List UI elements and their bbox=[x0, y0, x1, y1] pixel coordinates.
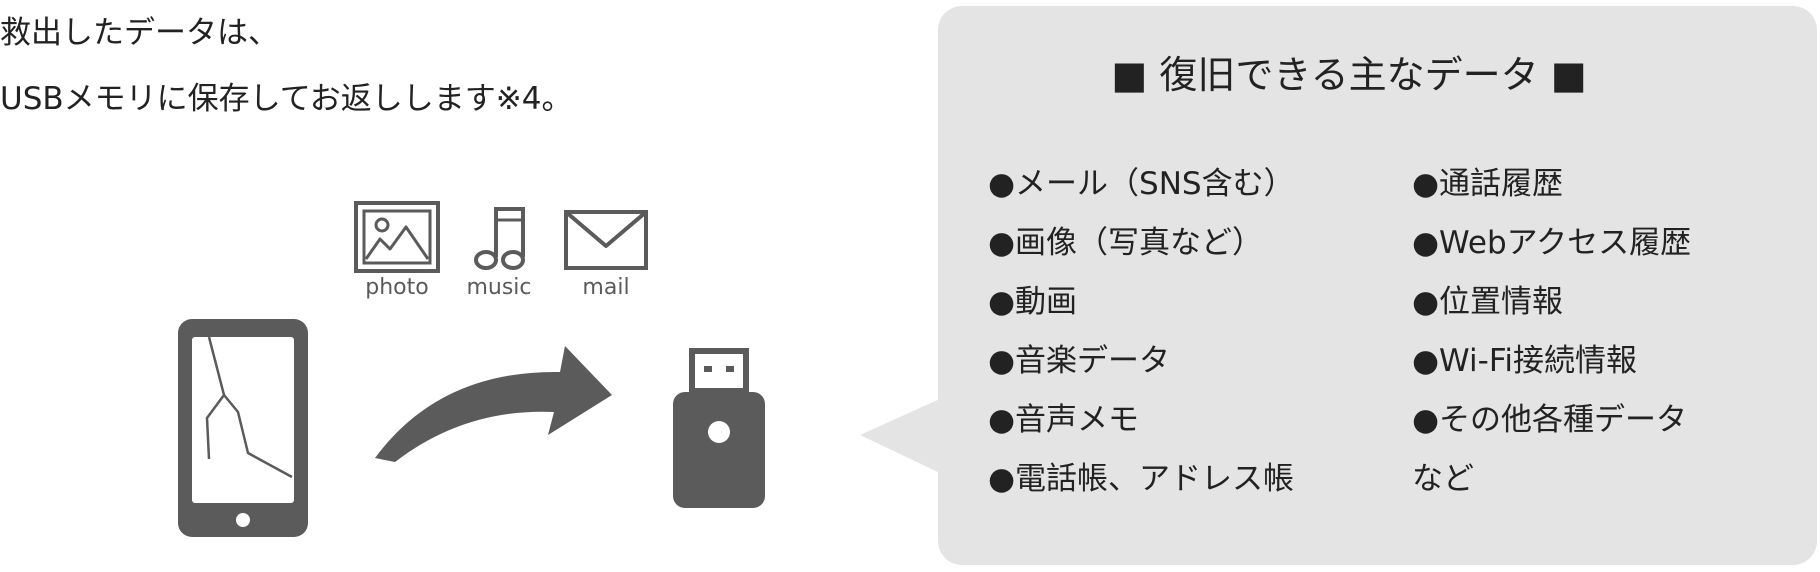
mail-label: mail bbox=[582, 275, 630, 300]
curved-arrow-icon bbox=[375, 346, 612, 462]
list-item: ●音声メモ bbox=[988, 402, 1140, 438]
list-item: ●Webアクセス履歴 bbox=[1412, 225, 1692, 261]
list-item: ●通話履歴 bbox=[1412, 166, 1564, 202]
intro-line-1: 救出したデータは、 bbox=[0, 15, 279, 51]
music-note-icon bbox=[474, 207, 525, 270]
intro-line-2: USBメモリに保存してお返しします※4。 bbox=[0, 81, 573, 117]
photo-icon bbox=[354, 201, 440, 273]
list-item: など bbox=[1412, 461, 1474, 497]
list-item: ●位置情報 bbox=[1412, 284, 1564, 320]
music-label: music bbox=[466, 275, 532, 300]
list-item: ●画像（写真など） bbox=[988, 225, 1264, 261]
cracked-smartphone-icon bbox=[178, 319, 308, 537]
list-item: ●Wi-Fi接続情報 bbox=[1412, 343, 1638, 379]
panel-title: ■ 復旧できる主なデータ ■ bbox=[1111, 53, 1587, 97]
photo-label: photo bbox=[365, 275, 429, 300]
list-item: ●音楽データ bbox=[988, 343, 1171, 379]
list-item: ●その他各種データ bbox=[1412, 402, 1688, 438]
list-item: ●動画 bbox=[988, 284, 1078, 320]
mail-envelope-icon bbox=[564, 210, 648, 270]
usb-memory-icon bbox=[673, 348, 765, 508]
list-item: ●電話帳、アドレス帳 bbox=[988, 461, 1295, 497]
list-item: ●メール（SNS含む） bbox=[988, 166, 1295, 202]
speech-bubble-pointer bbox=[860, 398, 942, 474]
recoverable-data-panel: ■ 復旧できる主なデータ ■ ●メール（SNS含む） ●画像（写真など） ●動画… bbox=[938, 6, 1817, 565]
